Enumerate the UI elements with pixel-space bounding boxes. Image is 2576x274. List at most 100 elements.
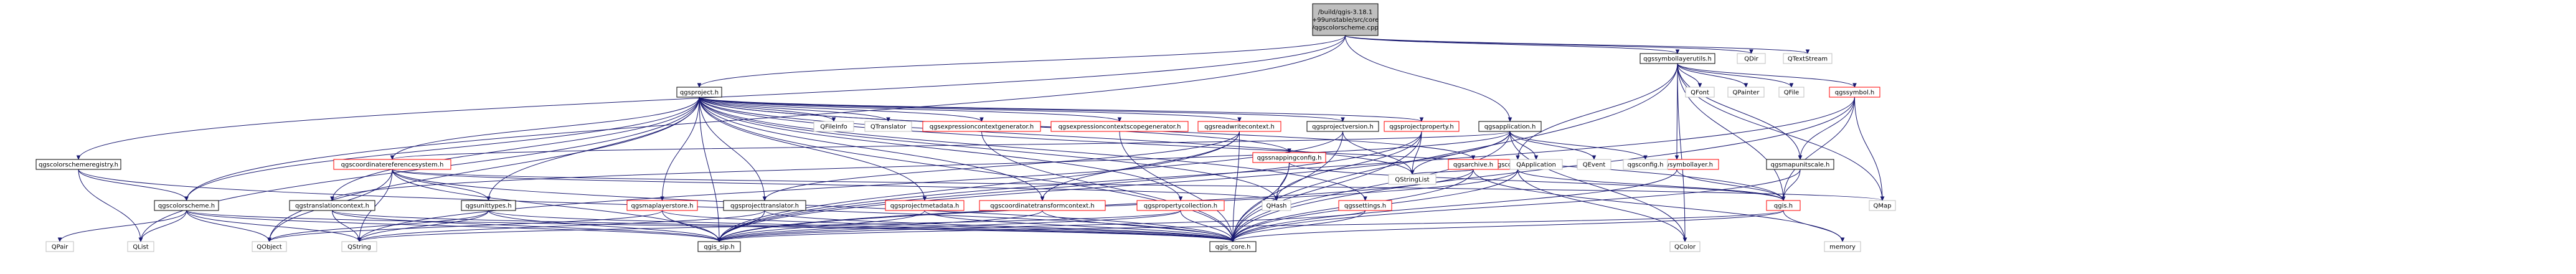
node-qgis[interactable]: qgis.h	[1766, 200, 1801, 211]
node-QTranslator[interactable]: QTranslator	[864, 121, 912, 132]
edge-qgscolorscheme-to-qgis_core	[186, 210, 1234, 242]
edge-qgsproject-to-qgscolorscheme	[187, 97, 700, 201]
node-qgssymbollayerutils[interactable]: qgssymbollayerutils.h	[1639, 53, 1715, 64]
node-qgstranslationcontext[interactable]: qgstranslationcontext.h	[289, 200, 375, 211]
edge-qgsunittypes-to-QString	[359, 210, 489, 242]
node-qgsmapunitscale[interactable]: qgsmapunitscale.h	[1766, 159, 1834, 170]
node-QEvent[interactable]: QEvent	[1577, 159, 1611, 170]
node-qgscoordinatetransformcontext[interactable]: qgscoordinatetransformcontext.h	[979, 200, 1106, 211]
edge-qgsreadwritecontext-to-qgis_sip	[719, 131, 1240, 242]
edge-qgsarrowsymbollayer-to-qgis	[1676, 169, 1783, 201]
node-QString[interactable]: QString	[341, 241, 377, 252]
node-qgscolorschemeregistry[interactable]: qgscolorschemeregistry.h	[35, 159, 121, 170]
node-QHash[interactable]: QHash	[1262, 200, 1291, 211]
node-box	[1737, 53, 1766, 64]
node-box	[1766, 200, 1801, 211]
node-label: QFont	[1691, 90, 1709, 97]
node-QPair[interactable]: QPair	[45, 241, 74, 252]
node-qgspropertycollection[interactable]: qgspropertycollection.h	[1136, 200, 1225, 211]
edge-qgsarrowsymbollayer-to-qgis_core	[1233, 169, 1677, 242]
node-QApplication[interactable]: QApplication	[1509, 159, 1563, 170]
edge-qgspropertycollection-to-qgis_core	[1180, 210, 1233, 242]
node-label: QPainter	[1733, 90, 1760, 97]
edge-qgsprojectproperty-to-qgis_core	[1233, 131, 1422, 242]
node-qgssettings[interactable]: qgssettings.h	[1338, 200, 1392, 211]
edge-qgssnappingconfig-to-qgis	[1289, 162, 1784, 201]
node-box	[922, 121, 1041, 132]
node-box	[1778, 87, 1805, 98]
node-box	[1338, 200, 1392, 211]
edge-qgsprojectproperty-to-QHash	[1276, 131, 1422, 201]
node-QPainter[interactable]: QPainter	[1727, 87, 1765, 98]
node-qgsprojectproperty[interactable]: qgsprojectproperty.h	[1384, 121, 1460, 132]
edge-qgscolorscheme-to-QString	[186, 210, 360, 242]
node-qgsproject[interactable]: qgsproject.h	[676, 87, 722, 98]
edge-qgsapplication-to-QColor	[1509, 131, 1685, 242]
node-QColor[interactable]: QColor	[1669, 241, 1701, 252]
node-qgsarchive[interactable]: qgsarchive.h	[1448, 159, 1499, 170]
node-box	[864, 121, 912, 132]
edge-qgsproject-to-qgsprojecttranslator	[699, 97, 765, 201]
node-QList[interactable]: QList	[127, 241, 154, 252]
edge-qgssymbollayerutils-to-qgscolorramp	[1518, 63, 1678, 159]
node-qgsexpressioncontextgenerator[interactable]: qgsexpressioncontextgenerator.h	[922, 121, 1041, 132]
node-label: +99unstable/src/core	[1312, 17, 1379, 24]
node-qgscolorscheme[interactable]: qgscolorscheme.h	[154, 200, 219, 211]
node-qgssnappingconfig[interactable]: qgssnappingconfig.h	[1252, 152, 1326, 163]
edge-qgsproject-to-QObject	[270, 97, 700, 242]
node-qgsapplication[interactable]: qgsapplication.h	[1478, 121, 1542, 132]
node-label: QTextStream	[1788, 56, 1828, 63]
edge-qgsproject-to-qgstranslationcontext	[333, 97, 700, 201]
node-label: qgscolorscheme.h	[158, 203, 215, 210]
edge-qgssymbollayerutils-to-qgis_core	[1233, 63, 1678, 242]
node-box	[252, 241, 287, 252]
node-label: qgis.h	[1774, 203, 1793, 210]
node-qgsmaplayerstore[interactable]: qgsmaplayerstore.h	[626, 200, 698, 211]
node-qgscoordinatereferencesystem[interactable]: qgscoordinatereferencesystem.h	[333, 159, 451, 170]
edge-qgssymbollayerutils-to-qgis	[1677, 63, 1783, 201]
node-QStringList[interactable]: QStringList	[1388, 174, 1437, 185]
node-box	[1306, 121, 1379, 132]
node-QMap[interactable]: QMap	[1869, 200, 1896, 211]
node-QDir[interactable]: QDir	[1737, 53, 1766, 64]
node-box	[127, 241, 154, 252]
node-box	[1824, 241, 1861, 252]
node-QFont[interactable]: QFont	[1685, 87, 1715, 98]
node-qgsprojectmetadata[interactable]: qgsprojectmetadata.h	[885, 200, 965, 211]
node-qgsunittypes[interactable]: qgsunittypes.h	[461, 200, 516, 211]
node-root[interactable]: /build/qgis-3.18.1+99unstable/src/core/q…	[1312, 3, 1379, 36]
edge-qgsproject-to-qgis_sip	[699, 97, 719, 242]
edge-qgscoordinatereferencesystem-to-QMap	[392, 169, 1882, 201]
node-qgsfileinfo[interactable]: QFileInfo	[813, 121, 854, 132]
node-qgsreadwritecontext[interactable]: qgsreadwritecontext.h	[1197, 121, 1281, 132]
node-label: QDir	[1744, 56, 1758, 63]
node-box	[1669, 241, 1701, 252]
edge-qgssymbol-to-QMap	[1854, 97, 1883, 201]
node-memory[interactable]: memory	[1824, 241, 1861, 252]
node-qgis_core[interactable]: qgis_core.h	[1209, 241, 1257, 252]
node-QTextStream[interactable]: QTextStream	[1783, 53, 1833, 64]
node-qgsconfig[interactable]: qgsconfig.h	[1623, 159, 1668, 170]
edge-qgsmaplayerstore-to-QObject	[270, 210, 663, 242]
edge-qgsapplication-to-QApplication	[1509, 131, 1536, 159]
edge-qgsprojectproperty-to-qgis_sip	[719, 131, 1422, 242]
node-qgis_sip[interactable]: qgis_sip.h	[697, 241, 741, 252]
node-box	[1623, 159, 1668, 170]
node-box	[154, 200, 219, 211]
edge-qgsproject-to-qgspropertycollection	[699, 97, 1181, 201]
node-qgssymbol[interactable]: qgssymbol.h	[1829, 87, 1880, 98]
node-box	[1869, 200, 1896, 211]
edge-qgsproject-to-qgsprojectproperty	[699, 97, 1422, 121]
edge-root-to-qgscolorscheme	[187, 35, 1346, 201]
node-qgsexpressioncontextscopegenerator[interactable]: qgsexpressioncontextscopegenerator.h	[1050, 121, 1189, 132]
node-QFile[interactable]: QFile	[1778, 87, 1805, 98]
node-QObject[interactable]: QObject	[252, 241, 287, 252]
node-label: qgscolorschemeregistry.h	[39, 162, 118, 169]
node-label: QObject	[257, 244, 282, 251]
node-box	[1783, 53, 1833, 64]
edge-qgstranslationcontext-to-QString	[332, 210, 360, 242]
edge-qgsproject-to-qgscoordinatereferencesystem	[392, 97, 700, 159]
node-qgsprojecttranslator[interactable]: qgsprojecttranslator.h	[723, 200, 806, 211]
node-qgsprojectversion[interactable]: qgsprojectversion.h	[1306, 121, 1379, 132]
edge-qgsreadwritecontext-to-qgis_core	[1233, 131, 1240, 242]
